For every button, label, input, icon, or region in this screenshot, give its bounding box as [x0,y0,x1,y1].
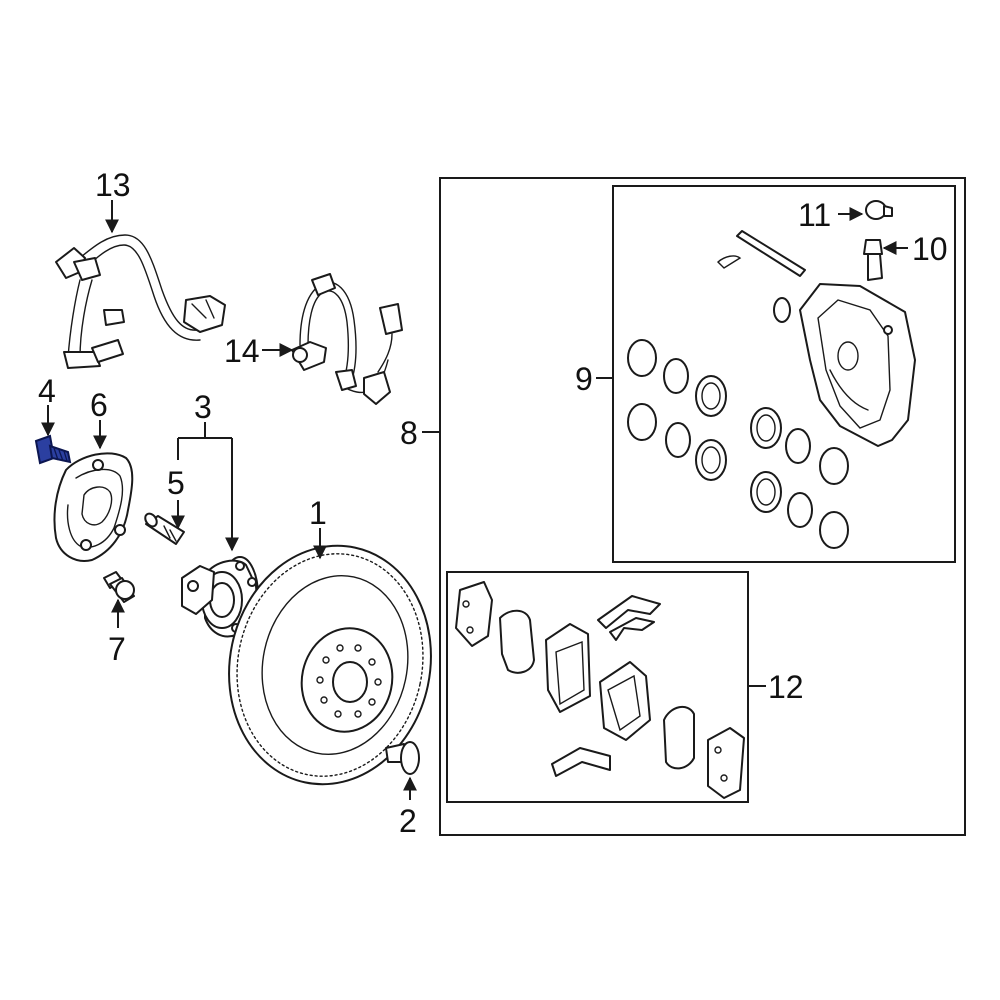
callout-12: 12 [768,669,804,705]
leader-lines [41,200,908,800]
part-5-wheel-stud[interactable] [143,511,185,545]
callout-6: 6 [90,387,108,423]
caliper-body[interactable] [799,283,916,447]
part-11-bleeder-cap[interactable] [865,200,893,220]
part-13-brake-hose[interactable] [55,234,226,369]
callout-11: 11 [798,197,831,233]
caliper-overhaul-kit-frame [612,185,956,563]
callout-13: 13 [95,167,131,203]
part-4-bolt-highlighted[interactable] [34,434,72,465]
callout-2: 2 [399,803,417,839]
part-10-bleeder-screw[interactable] [863,239,883,281]
callout-5: 5 [167,465,185,501]
caliper-assembly-frame [439,177,966,836]
part-12-pad-set[interactable] [455,581,745,799]
part-7-bolt[interactable] [103,571,135,603]
part-14-wheel-speed-sensor[interactable] [291,273,403,405]
callout-1: 1 [309,495,327,531]
part-6-dust-shield[interactable] [53,452,134,562]
part-1-brake-rotor[interactable] [207,527,453,803]
callout-14: 14 [224,333,260,369]
callout-7: 7 [108,631,126,667]
callout-10: 10 [912,231,948,267]
part-2-rotor-screw[interactable] [385,741,420,775]
callout-3: 3 [194,389,212,425]
part-9-seal-kit[interactable] [627,230,849,549]
callout-4: 4 [38,373,56,409]
callout-8: 8 [400,415,418,451]
callout-9: 9 [575,361,593,397]
